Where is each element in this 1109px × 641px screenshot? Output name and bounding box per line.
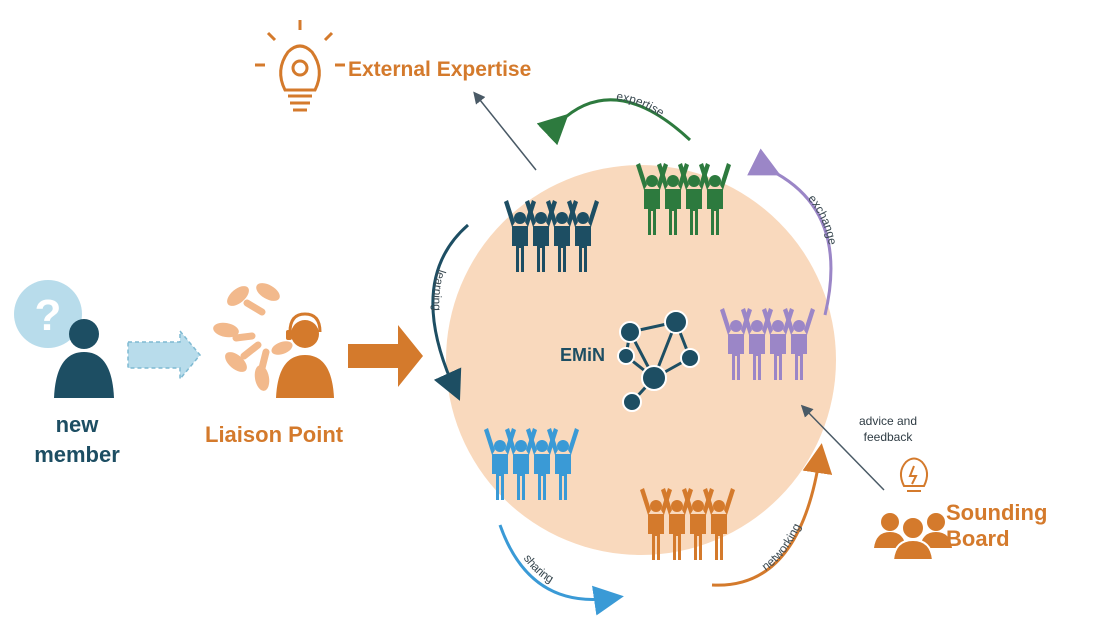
emin-label: EMiN (560, 345, 605, 365)
new-member-label: new member (34, 412, 120, 467)
networking-flow-label: networking (759, 521, 804, 573)
advice-feedback-label: advice and feedback (858, 414, 918, 444)
svg-text:?: ? (35, 291, 62, 340)
networking-flow-text: networking (759, 521, 804, 573)
external-expertise-connector (473, 91, 537, 171)
sounding-board-icon (874, 457, 952, 561)
dashed-arrow-icon (127, 328, 201, 382)
emin-circle (446, 165, 836, 555)
learning-flow-label: learning (430, 268, 449, 311)
sounding-board-label: Sounding Board (946, 500, 1048, 551)
liaison-point-icon (213, 283, 334, 398)
exchange-flow-label: exchange (805, 192, 840, 247)
liaison-point-label: Liaison Point (205, 422, 344, 447)
expertise-flow-label: expertise (616, 89, 667, 120)
expertise-arrow (558, 98, 692, 142)
sounding-board-connector (800, 404, 885, 491)
new-member-icon: ? (14, 280, 114, 398)
exchange-flow-text: exchange (805, 192, 840, 247)
external-expertise-bulb-icon (255, 20, 345, 112)
learning-flow-text: learning (430, 268, 449, 311)
emin-network-icon (617, 310, 700, 412)
external-expertise-label: External Expertise (348, 58, 532, 81)
expertise-flow-text: expertise (616, 89, 667, 120)
entry-arrow-icon (348, 325, 423, 387)
